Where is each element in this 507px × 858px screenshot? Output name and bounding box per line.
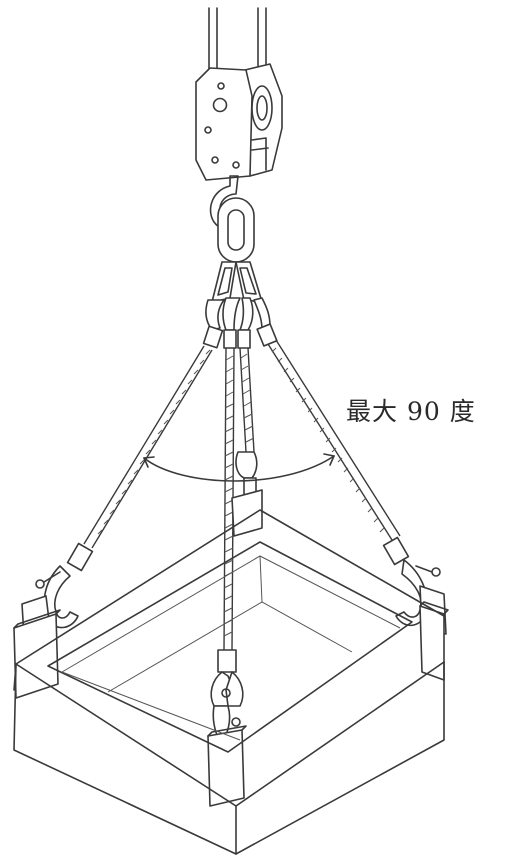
- max-angle-label: 最大 90 度: [346, 397, 476, 426]
- pulley-block: [195, 63, 283, 181]
- angle-arc: [143, 453, 335, 482]
- rope-leg-left: [83, 345, 213, 549]
- load-box: [13, 509, 445, 855]
- master-link: [217, 197, 255, 263]
- clamp-left: [13, 609, 61, 699]
- rope-leg-right: [267, 339, 401, 541]
- hoist-ropes: [208, 7, 267, 73]
- clamp-front: [207, 725, 247, 807]
- top-thimbles: [202, 297, 278, 349]
- clamp-back: [231, 489, 263, 537]
- intermediate-links: [211, 261, 263, 303]
